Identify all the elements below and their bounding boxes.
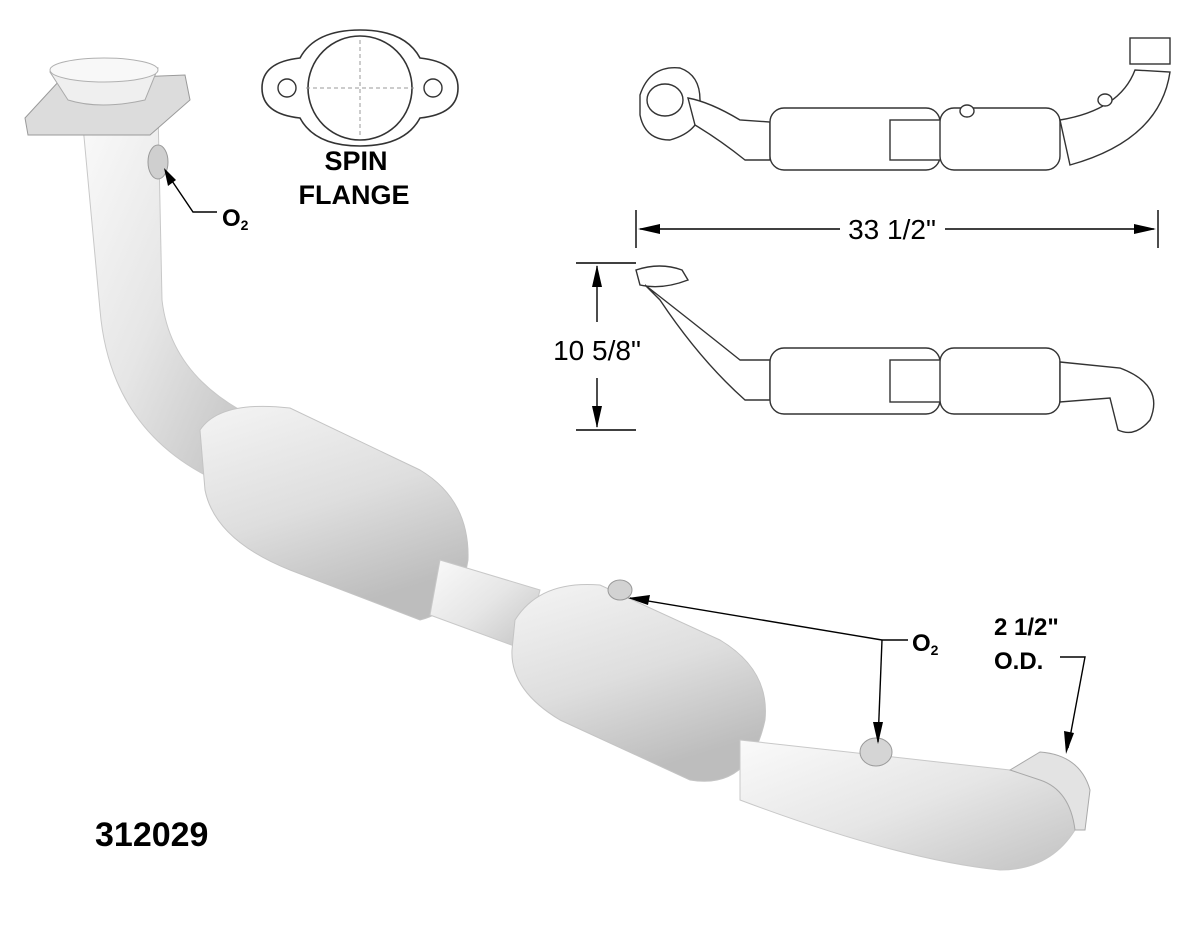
side-view-inlet-pipe [644,284,771,401]
top-view-drawing [639,37,1171,171]
top-view-inlet-pipe [687,97,771,161]
o2-bung-outlet [859,737,893,767]
main-part-render [24,57,1091,871]
part-number: 312029 [95,816,208,854]
o2-top-label: O2 [222,205,249,233]
height-dimension [576,262,636,431]
converter-body-2 [511,583,766,782]
top-view-outlet-collar [1129,37,1171,65]
outer-diameter-label-line1: 2 1/2" [994,614,1059,641]
spin-flange-bolt-hole-right [423,78,443,98]
side-view-outlet [1059,361,1155,434]
outer-diameter-leader [1060,656,1086,754]
o2-bottom-label: O2 [912,630,939,658]
length-dimension [635,210,1159,248]
spin-flange-label-line1: SPIN [324,146,387,176]
spin-flange-bolt-hole-left [277,78,297,98]
spin-flange-drawing [261,29,459,147]
inlet-opening [49,57,159,83]
o2-bung-middle [607,579,633,601]
length-dimension-label: 33 1/2" [848,214,936,245]
top-view-can-2 [939,107,1061,171]
side-view-flange [635,265,690,288]
outer-diameter-label-line2: O.D. [994,648,1043,675]
height-dimension-label: 10 5/8" [553,335,641,366]
o2-bung-top [147,144,169,180]
top-view-outlet [1059,69,1171,166]
outlet-collar [1008,751,1091,831]
spin-flange-label-line2: FLANGE [299,180,410,210]
o2-top-leader [164,168,217,213]
side-view-drawing [635,265,1155,434]
side-view-can-2 [939,347,1061,415]
o2-bottom-leader [628,595,908,744]
converter-body-1 [199,405,469,621]
